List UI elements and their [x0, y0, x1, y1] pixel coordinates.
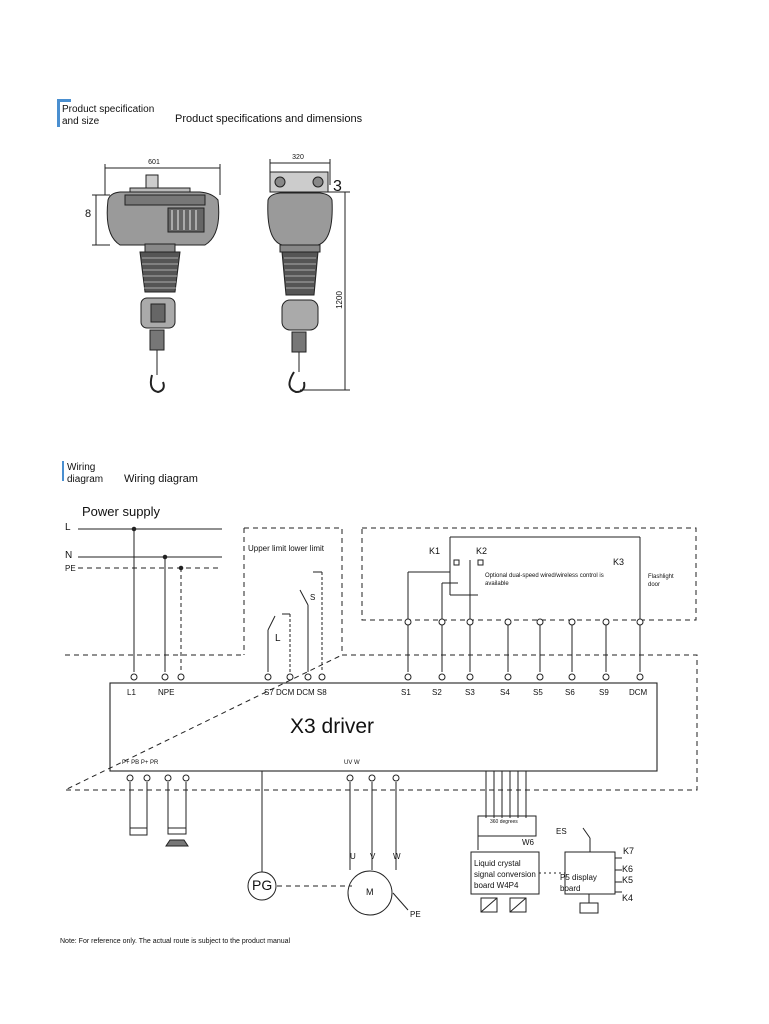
motor-u-label: U: [350, 852, 356, 861]
section1-accent-bar: [57, 99, 71, 102]
hoist-side-view: [267, 159, 350, 394]
hoist-front-view: [92, 164, 221, 394]
terminal-l1: L1: [127, 688, 136, 697]
switch-l-label: L: [275, 633, 281, 644]
terminal-s6: S6: [565, 688, 575, 697]
optional-control-note: Optional dual-speed wired/wireless contr…: [485, 573, 604, 587]
section1-accent-bar-vertical: [57, 99, 60, 127]
reference-note: Note: For reference only. The actual rou…: [60, 938, 291, 945]
terminal-s1: S1: [401, 688, 411, 697]
lcd-board-label: Liquid crystal signal conversion board W…: [474, 859, 536, 890]
terminal-s4: S4: [500, 688, 510, 697]
k7-label: K7: [623, 846, 635, 856]
motor-pe-label: PE: [410, 910, 421, 919]
terminal-s3: S3: [465, 688, 475, 697]
terminal-uvw: UV W: [344, 760, 360, 766]
motor-v-label: V: [370, 852, 376, 861]
k4-label: K4: [622, 893, 634, 903]
section1-label: Product specification and size: [62, 104, 155, 127]
k6-label: K6: [622, 864, 634, 874]
k5-label: K5: [622, 875, 634, 885]
terminal-s5: S5: [533, 688, 543, 697]
section2-accent-bar: [62, 461, 64, 481]
es-label: ES: [556, 827, 567, 836]
dim-601-label: 601: [148, 159, 160, 166]
dim-320-label: 320: [292, 154, 304, 161]
flashlight-door-label: Flashlight door: [648, 574, 674, 588]
line-pe-label: PE: [65, 564, 76, 573]
terminal-s2: S2: [432, 688, 442, 697]
degrees-label: 360 degrees: [490, 819, 518, 825]
terminal-p-pb-p-pr: P+ PB P+ PR: [122, 760, 159, 766]
w6-label: W6: [522, 838, 534, 847]
k1-label: K1: [429, 546, 441, 556]
power-supply-label: Power supply: [82, 504, 161, 519]
k3-label: K3: [613, 557, 625, 567]
section1-title: Product specifications and dimensions: [175, 113, 363, 125]
k2-label: K2: [476, 546, 488, 556]
section2-label: Wiring diagram: [67, 462, 104, 485]
dim-1200-label: 1200: [335, 291, 344, 309]
motor-m-label: M: [366, 887, 374, 897]
terminal-s9: S9: [599, 688, 609, 697]
terminal-s7-dcm-dcm-s8: S7 DCM DCM S8: [264, 688, 327, 697]
switch-s-label: S: [310, 593, 316, 602]
driver-label: X3 driver: [290, 715, 375, 738]
dim-3-label: 3: [333, 178, 342, 195]
line-l-label: L: [65, 522, 71, 533]
p5-board-label: P5 display board: [560, 873, 597, 893]
pg-label: PG: [252, 877, 273, 893]
line-n-label: N: [65, 550, 73, 561]
limit-box-title: Upper limit lower limit: [248, 544, 325, 553]
terminal-dcm: DCM: [629, 688, 648, 697]
terminal-npe: NPE: [158, 688, 175, 697]
motor-w-label: W: [393, 852, 401, 861]
section2-title: Wiring diagram: [124, 473, 198, 485]
dim-8-label: 8: [85, 208, 91, 220]
